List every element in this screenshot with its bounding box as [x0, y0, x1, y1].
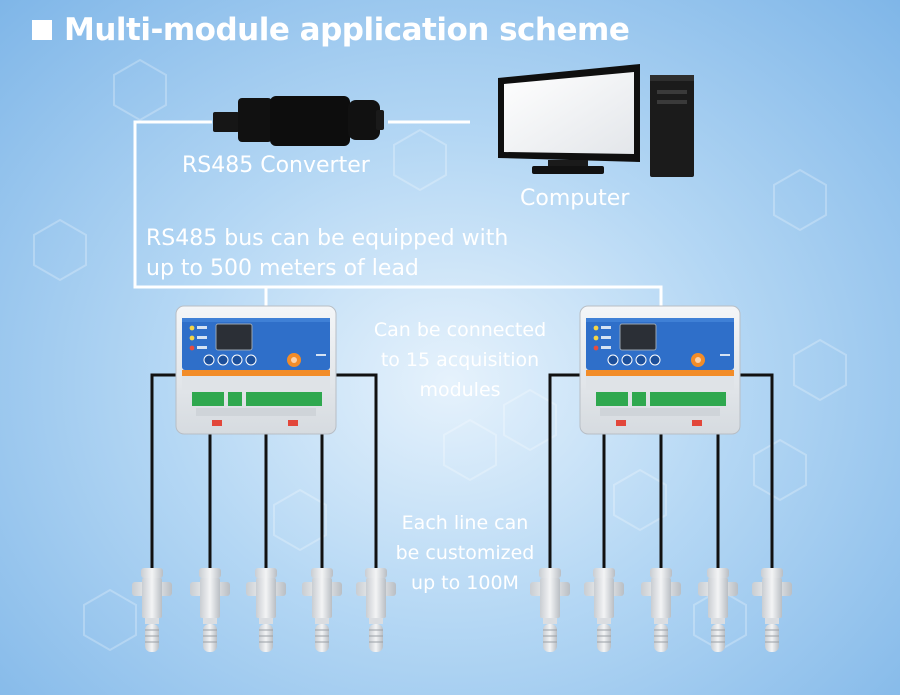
- modules-label-line: to 15 acquisition: [380, 349, 540, 371]
- bus-label-line: up to 500 meters of lead: [146, 256, 419, 281]
- modules-label-line: modules: [419, 379, 501, 401]
- computer-icon: [498, 64, 694, 177]
- usb-converter-icon: [213, 96, 384, 146]
- line-length-label-line: up to 100M: [411, 572, 519, 594]
- sensor-probe-icon: [245, 522, 287, 653]
- bus-label: RS485 bus can be equipped with up to 500…: [146, 224, 508, 284]
- sensor-probe-icon: [189, 522, 231, 653]
- sensor-probe-icon: [583, 522, 625, 653]
- sensor-probe-icon: [751, 522, 793, 653]
- converter-label: RS485 Converter: [182, 153, 370, 178]
- sensor-probe-icon: [301, 522, 343, 653]
- sensor-probes-left: [131, 522, 397, 653]
- modules-label-line: Can be connected: [373, 319, 547, 341]
- line-length-label-line: be customized: [395, 542, 535, 564]
- page-title: Multi-module application scheme: [32, 10, 630, 50]
- acquisition-module-icon: [175, 305, 337, 435]
- sensor-probe-icon: [640, 522, 682, 653]
- page-title-text: Multi-module application scheme: [64, 12, 630, 48]
- sensor-probes-right: [529, 522, 793, 653]
- sensor-probe-icon: [131, 522, 173, 653]
- bus-label-line: RS485 bus can be equipped with: [146, 226, 509, 251]
- acquisition-module-icon: [579, 305, 741, 435]
- sensor-probe-icon: [697, 522, 739, 653]
- modules-label: Can be connected to 15 acquisition modul…: [355, 315, 565, 405]
- square-bullet-icon: [32, 20, 52, 40]
- line-length-label-line: Each line can: [401, 512, 529, 534]
- line-length-label: Each line can be customized up to 100M: [375, 508, 555, 598]
- computer-label: Computer: [520, 186, 630, 211]
